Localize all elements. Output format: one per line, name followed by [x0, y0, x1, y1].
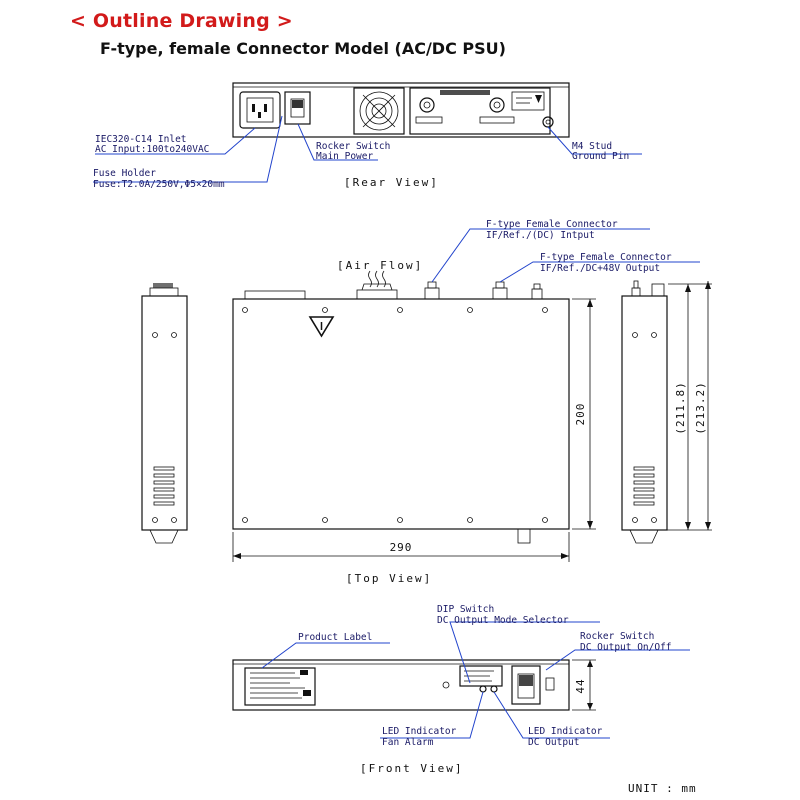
dim-213-2: (213.2): [694, 381, 707, 434]
airflow-icon: [368, 270, 386, 288]
f-connector-input-rear: [419, 97, 435, 113]
connector-panel: [409, 87, 551, 135]
conn2-label: F-type Female Connector: [540, 252, 672, 263]
conn2-spec: IF/Ref./DC+48V Output: [540, 263, 660, 274]
front-view: Product Label DIP Switch DC Output Mode …: [232, 604, 690, 775]
dip-switch: [459, 665, 503, 687]
front-rocker-switch: [511, 665, 541, 705]
front-rocker-label: Rocker Switch: [580, 631, 654, 642]
fuse-spec: Fuse:T2.0A/250V,Φ5×20mm: [93, 179, 225, 190]
stud-spec: Ground Pin: [572, 151, 629, 162]
fuse-label: Fuse Holder: [93, 168, 156, 179]
right-side-vents: [633, 466, 655, 506]
conn1-label: F-type Female Connector: [486, 219, 618, 230]
rear-rocker-switch: [284, 91, 311, 125]
product-label-plate: [244, 667, 316, 706]
led2-label: LED Indicator: [528, 726, 603, 737]
dip-spec: DC Output Mode Selector: [437, 615, 569, 626]
left-side-vents: [153, 466, 175, 506]
front-view-title: [Front View]: [360, 762, 463, 775]
drawing-subtitle: F-type, female Connector Model (AC/DC PS…: [100, 39, 506, 58]
unit-note: UNIT : mm: [628, 782, 697, 795]
dim-290: 290: [390, 541, 413, 554]
led2-spec: DC Output: [528, 737, 579, 748]
iec-inlet: [239, 91, 281, 129]
rear-rocker-spec: Main Power: [316, 151, 373, 162]
inlet-label: IEC320-C14 Inlet: [95, 134, 187, 145]
top-chassis: [232, 298, 570, 530]
led-dc-output: [490, 685, 498, 693]
top-view: [Air Flow] F-type Female Connector IF/Re…: [141, 219, 712, 585]
rear-chassis: [232, 82, 570, 138]
dip-label: DIP Switch: [437, 604, 494, 615]
stud-label: M4 Stud: [572, 141, 612, 152]
inlet-spec: AC Input:100to240VAC: [95, 144, 209, 155]
product-label-text: Product Label: [298, 632, 372, 643]
warning-triangle-icon: [308, 316, 335, 338]
rear-view: IEC320-C14 Inlet AC Input:100to240VAC Fu…: [93, 82, 642, 190]
top-view-title: [Top View]: [346, 572, 432, 585]
f-connector-output-rear: [489, 97, 505, 113]
front-chassis: [232, 659, 570, 711]
led1-label: LED Indicator: [382, 726, 457, 737]
dim-200: 200: [574, 403, 587, 426]
led1-spec: Fan Alarm: [382, 737, 434, 748]
rear-rocker-label: Rocker Switch: [316, 141, 390, 152]
m4-stud: [542, 116, 554, 128]
front-rocker-spec: DC Output On/Off: [580, 642, 672, 653]
dim-44: 44: [574, 678, 587, 693]
conn1-spec: IF/Ref./(DC) Intput: [486, 230, 595, 241]
led-fan-alarm: [479, 685, 487, 693]
dim-211-8: (211.8): [674, 381, 687, 434]
drawing-title: < Outline Drawing >: [70, 10, 293, 32]
fan-grille: [353, 87, 405, 135]
airflow-label: [Air Flow]: [337, 259, 423, 272]
rear-view-title: [Rear View]: [344, 176, 439, 189]
